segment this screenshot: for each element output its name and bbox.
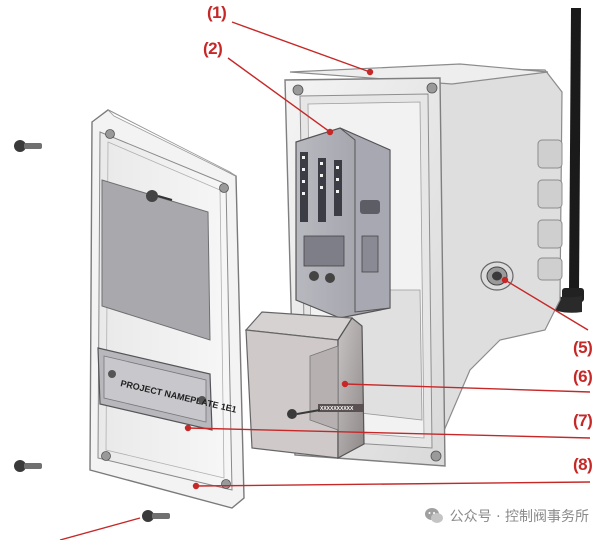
- module-label-strip: [318, 404, 364, 412]
- header-pins: [300, 152, 342, 222]
- callout-1: (1): [207, 3, 227, 22]
- wechat-icon: [424, 508, 443, 523]
- callout-8: (8): [573, 455, 593, 474]
- cooling-fins: [537, 139, 563, 281]
- screw-bottom: [142, 510, 170, 522]
- watermark-text: 公众号 · 控制阀事务所: [449, 509, 589, 525]
- callout-7: (7): [573, 411, 593, 430]
- power-module: XXXXXXXXXX: [244, 311, 365, 460]
- cover-screws: [101, 129, 231, 489]
- screw-bottom-left: [14, 460, 42, 472]
- watermark: 公众号 · 控制阀事务所: [424, 506, 589, 526]
- callout-6: (6): [573, 367, 593, 386]
- screw-top-left: [14, 140, 42, 152]
- cable-gland: [480, 261, 514, 291]
- front-cover: PROJECT NAMEPLATE 1E1: [89, 109, 245, 509]
- leader-lines: [59, 21, 591, 540]
- loose-screws: [14, 140, 170, 522]
- callout-5: (5): [573, 338, 593, 357]
- callout-2: (2): [203, 39, 223, 58]
- module-label-text: XXXXXXXXXX: [320, 406, 354, 412]
- circuit-board-assembly: [295, 127, 391, 319]
